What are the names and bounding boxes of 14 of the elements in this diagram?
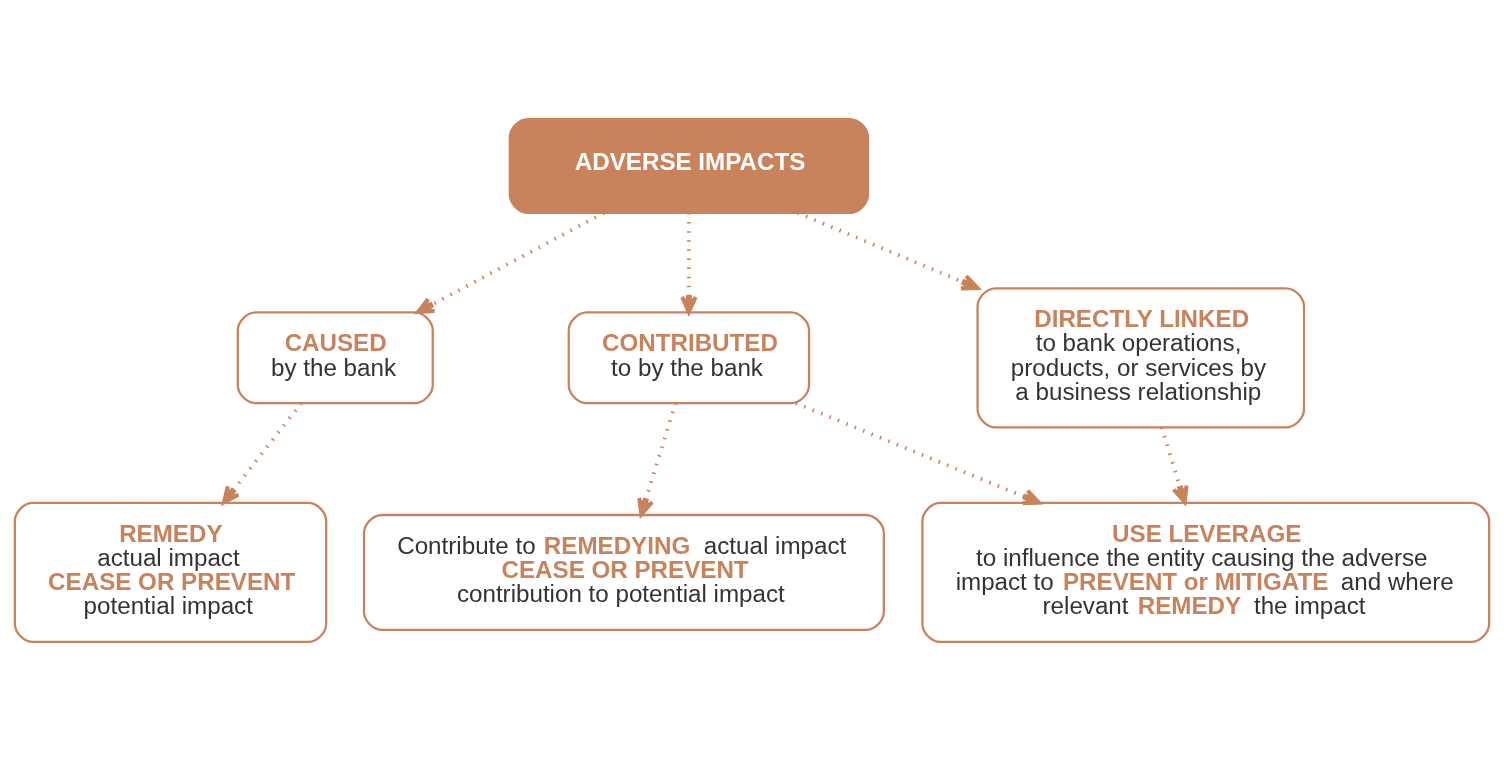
- node-box: REMEDY actual impact CEASE OR PREVENT potential impact: [13, 501, 328, 644]
- node-box: DIRECTLY LINKED to bank operations, products, or services by a business relationship: [976, 287, 1306, 429]
- arrow: [680, 213, 698, 315]
- arrow: [795, 401, 1042, 506]
- node-box: Contribute to REMEDYING actual impact CEASE OR PREVENT contribution to potential impact: [362, 513, 885, 631]
- node-box: CAUSED by the bank: [236, 311, 434, 405]
- node-box: USE LEVERAGE to influence the entity causing the adverse impact to PREVENT or MITIGATE and where relevant REMEDY the impact: [921, 501, 1491, 644]
- arrow: [797, 211, 980, 291]
- arrow: [1159, 426, 1189, 505]
- node-box: ADVERSE IMPACTS: [508, 117, 870, 214]
- arrow: [221, 402, 303, 505]
- node-box: CONTRIBUTED to by the bank: [567, 311, 811, 405]
- arrow: [637, 402, 678, 517]
- arrow: [415, 211, 605, 315]
